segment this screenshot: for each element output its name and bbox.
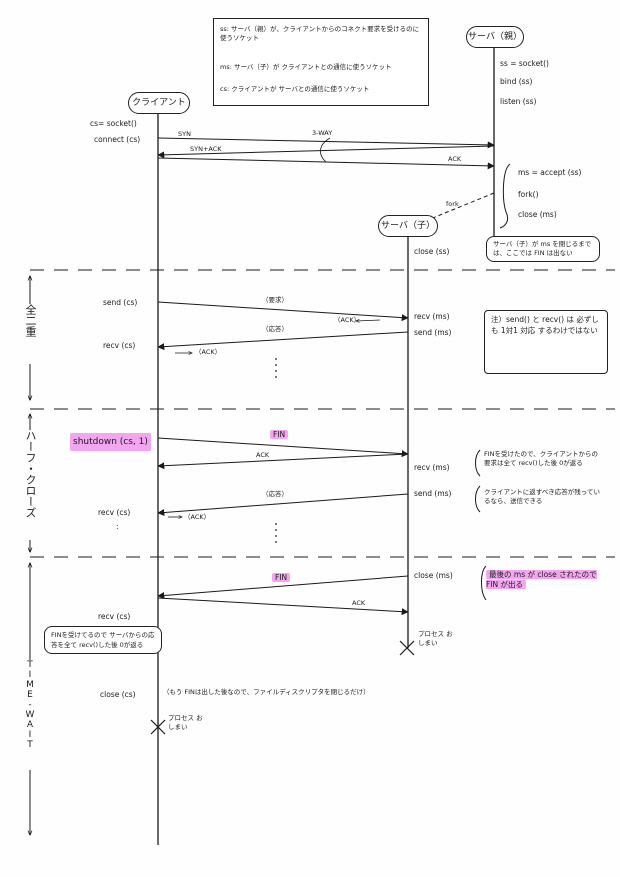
label-fin-2: FIN: [272, 573, 291, 583]
label-response: （応答）: [262, 325, 288, 333]
actor-client: クライアント: [128, 92, 190, 114]
note-last-ms-close-text: 最後の ms が close されたので FIN が出る: [486, 570, 597, 589]
label-ack-response: （ACK）: [195, 348, 222, 356]
label-synack: SYN+ACK: [190, 145, 222, 153]
client-shutdown-label: shutdown (cs, 1): [70, 433, 151, 451]
note-parent-close: サーバ（子）が ms を閉じるまでは、ここでは FIN は出ない: [486, 236, 600, 262]
request-arrow: [157, 301, 409, 322]
phase-full-duplex: 全二重: [23, 304, 37, 364]
last-ms-close-bracket: [481, 565, 487, 601]
legend-ms: ms: サーバ（子）が クライアントとの通信に使うソケット: [220, 63, 392, 71]
accept-brace: [499, 163, 511, 229]
phase-time-wait: TIME-WAIT: [23, 660, 37, 770]
label-fin-1-text: FIN: [270, 430, 289, 439]
parent-close: close (ms): [518, 210, 557, 219]
phase-full-duplex-text: 全二重: [24, 304, 37, 337]
note-fin-sent-text: FINを受けてるので サーバからの応答を全て recv()した後 0が返る: [51, 631, 155, 649]
note-process-end-client: プロセス おしまい: [168, 714, 203, 731]
client-recv2: recv (cs): [98, 508, 131, 517]
ack-back-arrow-1: [356, 320, 381, 321]
legend-cs: cs: クライアントが サーバとの通信に使うソケット: [220, 85, 370, 93]
label-fin-1: FIN: [270, 430, 289, 440]
label-ack-request: （ACK）: [334, 316, 361, 324]
label-threeway: 3-WAY: [312, 129, 333, 137]
response-arrow: [157, 331, 409, 351]
legend-ss: ss: サーバ（親）が、クライアントからのコネクト要求を受けるのに使うソケット: [220, 25, 420, 42]
child-recv2: recv (ms): [414, 463, 450, 472]
response-remaining-bracket: [475, 485, 481, 513]
label-fin-2-text: FIN: [272, 573, 291, 582]
threeway-curve: [320, 137, 331, 163]
note-send-recv: 注）send() と recv() は 必ずしも 1対1 対応 するわけではない: [484, 310, 608, 374]
label-ack: ACK: [448, 155, 462, 163]
client-dots: :: [116, 522, 119, 531]
synack-arrow: [157, 145, 495, 159]
parent-bind: bind (ss): [500, 77, 533, 86]
child-close-ss: close (ss): [414, 247, 450, 256]
syn-arrow: [157, 137, 495, 149]
label-syn: SYN: [178, 130, 191, 138]
phase-time-wait-text: TIME-WAIT: [25, 660, 35, 750]
fin-received-bracket: [475, 449, 481, 477]
note-response-remaining: クライアントに返すべき応答が残っているなら、送信できる: [484, 488, 600, 505]
child-close: close (ms): [414, 571, 453, 580]
ack-arrow-3: [157, 597, 409, 616]
client-connect: connect (cs): [94, 135, 141, 144]
note-process-end-child: プロセス おしまい: [418, 630, 453, 647]
client-socket: cs= socket(): [90, 119, 137, 128]
label-request: （要求）: [262, 296, 288, 304]
note-send-recv-text: 注）send() と recv() は 必ずしも 1対1 対応 するわけではない: [491, 315, 599, 335]
fin-arrow-2: [157, 575, 409, 599]
fin-arrow-1: [157, 437, 409, 458]
phase-half-close-text: ハーフ・クローズ: [24, 430, 37, 518]
continuation-dots-2: [275, 523, 277, 543]
phase-half-close: ハーフ・クローズ: [23, 430, 37, 540]
note-last-ms-close: 最後の ms が close されたので FIN が出る: [486, 570, 606, 590]
child-process-end-cross: [399, 640, 415, 656]
continuation-dots-1: [275, 358, 277, 378]
client-process-end-cross: [150, 719, 166, 735]
response-arrow-2: [157, 493, 409, 517]
client-close: close (cs): [100, 690, 136, 699]
label-ack-3: ACK: [352, 599, 366, 607]
label-response-2: （応答）: [262, 490, 288, 498]
child-send2: send (ms): [414, 489, 452, 498]
actor-server-parent: サーバ（親）: [466, 26, 524, 48]
child-recv1: recv (ms): [414, 312, 450, 321]
legend-box: ss: サーバ（親）が、クライアントからのコネクト要求を受けるのに使うソケット …: [213, 18, 429, 106]
client-recv3: recv (cs): [98, 612, 131, 621]
note-fin-sent: FINを受けてるので サーバからの応答を全て recv()した後 0が返る: [44, 626, 162, 654]
note-fin-received: FINを受けたので、クライアントからの要求は全て recv()した後 0が返る: [484, 450, 598, 467]
ack-arrow-2: [157, 453, 409, 470]
label-fork: fork: [446, 200, 459, 208]
client-recv1: recv (cs): [103, 341, 136, 350]
parent-accept: ms = accept (ss): [518, 168, 582, 177]
parent-listen: listen (ss): [500, 97, 537, 106]
label-ack-response-2: （ACK）: [184, 513, 211, 521]
child-send1: send (ms): [414, 328, 452, 337]
note-parent-close-text: サーバ（子）が ms を閉じるまでは、ここでは FIN は出ない: [493, 240, 592, 257]
client-send1: send (cs): [103, 298, 138, 307]
client-shutdown: shutdown (cs, 1): [70, 433, 151, 451]
parent-fork: fork(): [518, 190, 539, 199]
note-close-cs: （もう FINは出した後なので、ファイルディスクリプタを閉じるだけ）: [163, 688, 370, 696]
actor-server-child: サーバ（子）: [378, 215, 438, 237]
parent-socket: ss = socket(): [500, 59, 549, 68]
label-ack-2: ACK: [256, 451, 270, 459]
